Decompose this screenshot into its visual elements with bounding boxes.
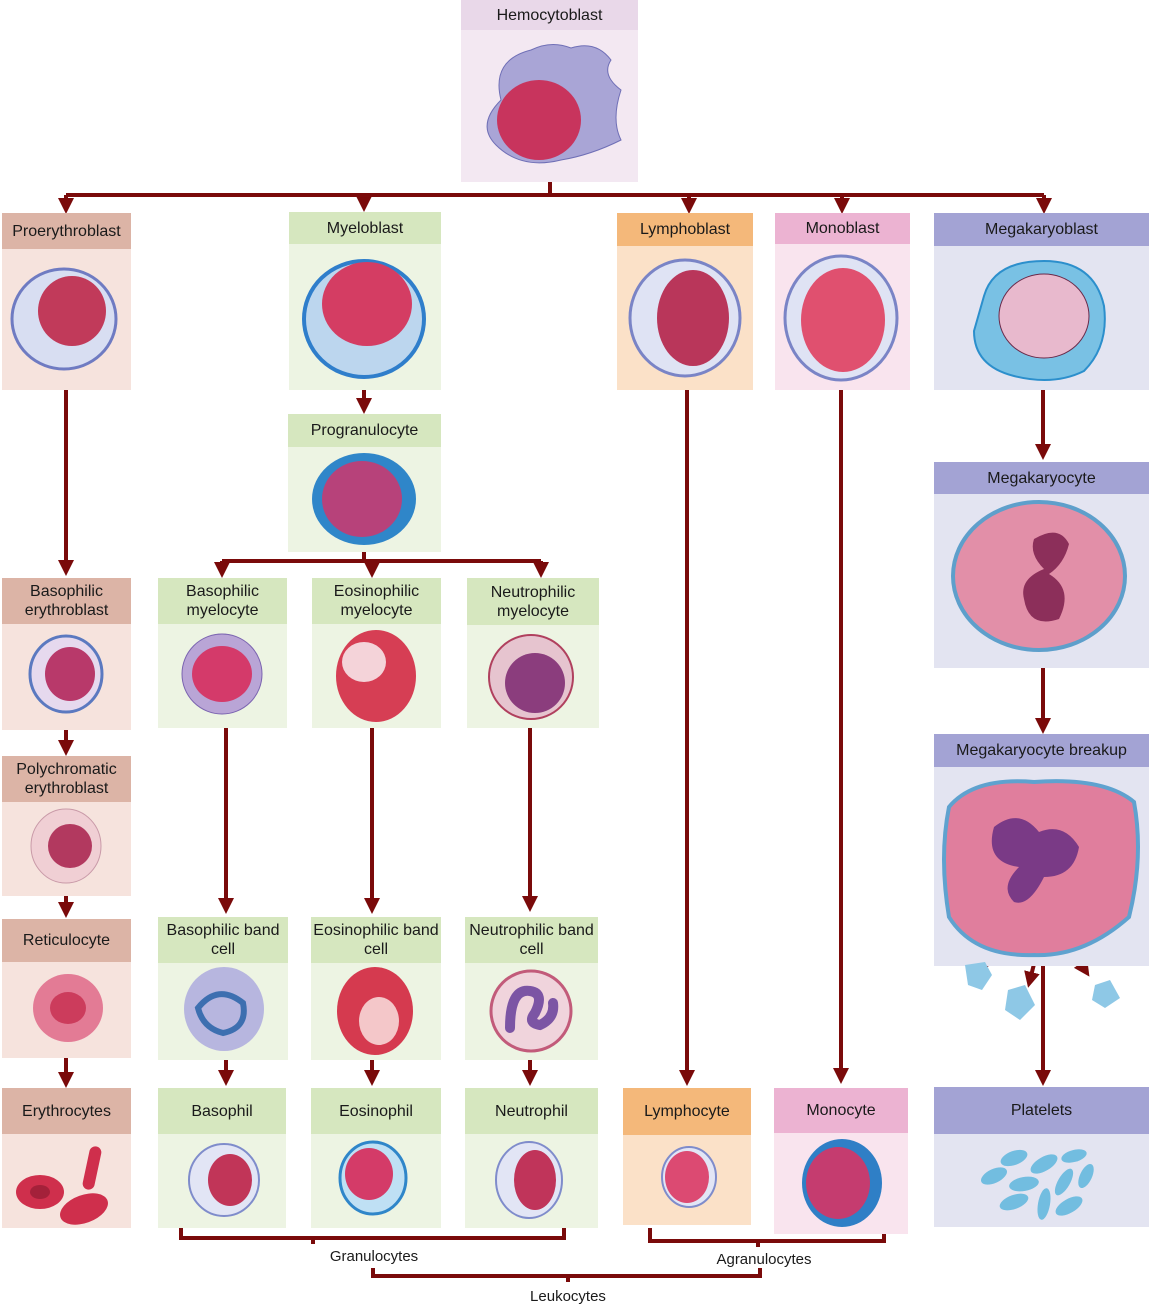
megakaryocyte-breakup-panel: Megakaryocyte breakup [934, 734, 1149, 966]
basophil-cell-icon [188, 1143, 260, 1217]
platelet-fragment-icon [1092, 980, 1120, 1008]
progranulocyte-panel: Progranulocyte [288, 414, 441, 552]
basophilic-erythroblast-panel: Basophilic erythroblast [2, 578, 131, 730]
megakaryocyte-breakup-cell-icon [942, 779, 1140, 958]
eosinophilic-myelocyte-cell-icon [336, 630, 416, 722]
eosinophilic-band-cell-label: Eosinophilic band cell [311, 917, 441, 963]
hemocytoblast-cell-icon [486, 44, 622, 164]
progranulocyte-label: Progranulocyte [288, 414, 441, 447]
eosinophilic-band-cell-icon [337, 967, 413, 1055]
monoblast-panel: Monoblast [775, 213, 910, 390]
lymphocyte-label: Lymphocyte [623, 1088, 751, 1135]
progranulocyte-cell-icon [312, 453, 416, 545]
eosinophil-label: Eosinophil [311, 1088, 441, 1134]
basophilic-band-cell-icon [184, 967, 264, 1051]
platelet-fragment-icon [965, 962, 992, 990]
lymphoblast-panel: Lymphoblast [617, 213, 753, 390]
lymphoblast-label: Lymphoblast [617, 213, 753, 246]
granulocytes-group-label: Granulocytes [329, 1248, 419, 1265]
lymphocyte-panel: Lymphocyte [623, 1088, 751, 1225]
neutrophilic-band-cell-panel: Neutrophilic band cell [465, 917, 598, 1060]
neutrophilic-band-cell-label: Neutrophilic band cell [465, 917, 598, 963]
megakaryoblast-label: Megakaryoblast [934, 213, 1149, 246]
eosinophil-panel: Eosinophil [311, 1088, 441, 1228]
proerythroblast-panel: Proerythroblast [2, 213, 131, 390]
neutrophil-label: Neutrophil [465, 1088, 598, 1134]
neutrophil-cell-icon [495, 1141, 563, 1219]
megakaryocyte-breakup-label: Megakaryocyte breakup [934, 734, 1149, 767]
neutrophilic-myelocyte-panel: Neutrophilic myelocyte [467, 578, 599, 728]
monoblast-cell-icon [783, 254, 899, 382]
eosinophilic-myelocyte-label: Eosinophilic myelocyte [312, 578, 441, 624]
basophil-label: Basophil [158, 1088, 286, 1134]
basophilic-myelocyte-panel: Basophilic myelocyte [158, 578, 287, 728]
polychromatic-erythroblast-label: Polychromatic erythroblast [2, 756, 131, 802]
reticulocyte-cell-icon [33, 974, 103, 1042]
monocyte-cell-icon [802, 1139, 882, 1227]
polychromatic-erythroblast-cell-icon [30, 808, 102, 884]
megakaryocyte-label: Megakaryocyte [934, 462, 1149, 494]
monocyte-label: Monocyte [774, 1088, 908, 1133]
agranulocytes-group-label: Agranulocytes [716, 1251, 812, 1268]
monoblast-label: Monoblast [775, 213, 910, 244]
lymphoblast-cell-icon [628, 258, 742, 378]
leukocytes-group-label: Leukocytes [530, 1288, 606, 1305]
neutrophil-panel: Neutrophil [465, 1088, 598, 1228]
myeloblast-panel: Myeloblast [289, 212, 441, 390]
hemocytoblast-panel: Hemocytoblast [461, 0, 638, 182]
myeloblast-label: Myeloblast [289, 212, 441, 244]
megakaryoblast-cell-icon [972, 259, 1106, 381]
platelet-fragment-icon [1005, 985, 1035, 1020]
eosinophilic-band-cell-panel: Eosinophilic band cell [311, 917, 441, 1060]
eosinophil-cell-icon [338, 1140, 408, 1216]
polychromatic-erythroblast-panel: Polychromatic erythroblast [2, 756, 131, 896]
megakaryocyte-cell-icon [951, 500, 1127, 652]
basophilic-myelocyte-cell-icon [181, 633, 263, 715]
proerythroblast-label: Proerythroblast [2, 213, 131, 249]
neutrophilic-myelocyte-cell-icon [488, 634, 574, 720]
basophilic-myelocyte-label: Basophilic myelocyte [158, 578, 287, 624]
neutrophilic-myelocyte-label: Neutrophilic myelocyte [467, 578, 599, 625]
megakaryoblast-panel: Megakaryoblast [934, 213, 1149, 390]
erythrocytes-label: Erythrocytes [2, 1088, 131, 1134]
neutrophilic-band-cell-icon [489, 969, 573, 1053]
basophilic-band-cell-panel: Basophilic band cell [158, 917, 288, 1060]
reticulocyte-panel: Reticulocyte [2, 919, 131, 1058]
platelets-cell-icon [980, 1149, 1094, 1220]
proerythroblast-cell-icon [10, 267, 118, 371]
lymphocyte-cell-icon [661, 1146, 717, 1208]
reticulocyte-label: Reticulocyte [2, 919, 131, 962]
granulocytes-bracket [179, 1228, 566, 1240]
platelets-label: Platelets [934, 1087, 1149, 1134]
leukocytes-bracket [371, 1268, 762, 1278]
erythrocytes-panel: Erythrocytes [2, 1088, 131, 1228]
platelets-panel: Platelets [934, 1087, 1149, 1227]
hemocytoblast-label: Hemocytoblast [461, 0, 638, 30]
basophilic-erythroblast-label: Basophilic erythroblast [2, 578, 131, 624]
basophil-panel: Basophil [158, 1088, 286, 1228]
basophilic-band-cell-label: Basophilic band cell [158, 917, 288, 963]
basophilic-erythroblast-cell-icon [28, 634, 104, 714]
megakaryocyte-panel: Megakaryocyte [934, 462, 1149, 668]
myeloblast-cell-icon [302, 259, 426, 379]
eosinophilic-myelocyte-panel: Eosinophilic myelocyte [312, 578, 441, 728]
monocyte-panel: Monocyte [774, 1088, 908, 1234]
erythrocytes-cell-icon [16, 1146, 108, 1225]
